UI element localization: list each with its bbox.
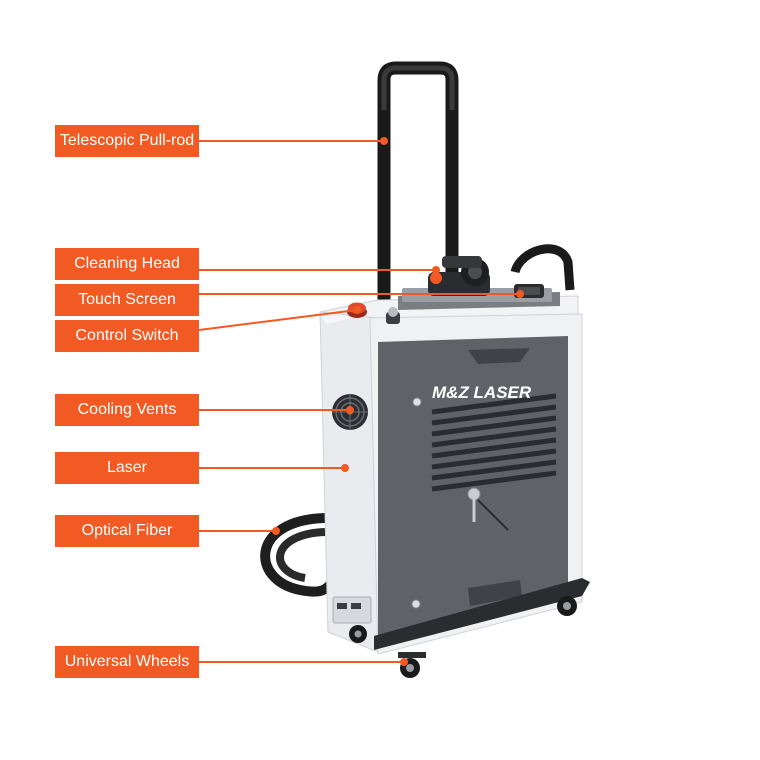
front-vents	[431, 393, 557, 492]
universal-wheels-shape	[349, 578, 590, 678]
brand-logo: M&Z LASER	[432, 383, 532, 402]
connector-knob-icon	[386, 307, 400, 324]
side-ports-icon	[332, 596, 372, 624]
screw-icon	[412, 397, 422, 407]
callout-line-control-switch	[198, 309, 358, 331]
top-cable	[510, 244, 575, 291]
telescopic-pull-rod-shape	[377, 61, 459, 300]
label-cleaning-head: Cleaning Head	[55, 248, 199, 280]
label-control-switch: Control Switch	[55, 320, 199, 352]
label-laser: Laser	[55, 452, 199, 484]
label-touch-screen: Touch Screen	[55, 284, 199, 316]
lock-key-icon	[467, 487, 509, 531]
label-optical-fiber: Optical Fiber	[55, 515, 199, 547]
cleaning-head-shape	[428, 256, 490, 296]
screw-icon	[411, 599, 421, 609]
optical-fiber-cable	[260, 513, 334, 597]
callout-lines	[198, 137, 524, 666]
label-telescopic-pull-rod: Telescopic Pull-rod	[55, 125, 199, 157]
label-cooling-vents: Cooling Vents	[55, 394, 199, 426]
label-universal-wheels: Universal Wheels	[55, 646, 199, 678]
